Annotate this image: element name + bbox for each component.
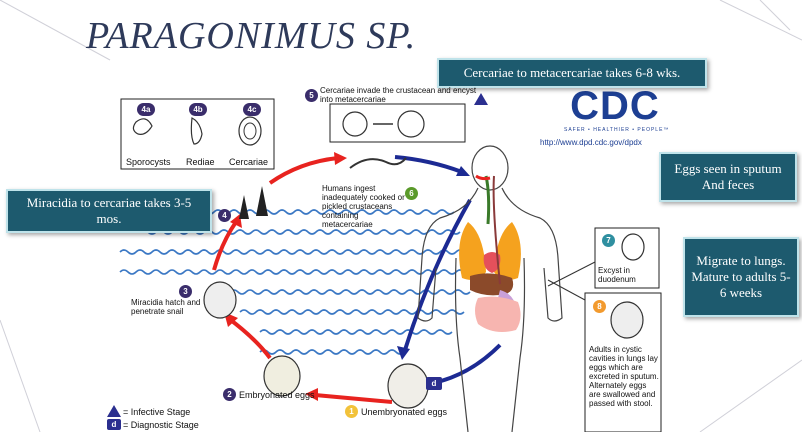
- stage-1-label: Unembryonated eggs: [361, 407, 448, 417]
- stage-4c-badge: 4c: [243, 103, 261, 116]
- decor-line: [719, 0, 802, 41]
- leader-line: [547, 261, 596, 287]
- page-title: PARAGONIMUS SP.: [86, 15, 417, 57]
- metacercaria-shape: [342, 111, 368, 137]
- arrow-red: [268, 156, 339, 185]
- callout-eggs-sputum: Eggs seen in sputum And feces: [659, 152, 797, 202]
- arrow-blue: [403, 199, 472, 351]
- cdc-logo: CDC: [570, 84, 660, 128]
- arrow-red: [314, 393, 393, 404]
- callout-metacercariae: Cercariae to metacercariae takes 6-8 wks…: [437, 58, 707, 88]
- trachea-shape: [484, 175, 491, 225]
- metacercaria-shape: [397, 110, 425, 138]
- wave-line: [259, 329, 453, 335]
- arrow-red: [226, 316, 272, 360]
- stage-2-badge: 2: [223, 388, 236, 401]
- cercaria-inner-shape: [243, 122, 257, 140]
- intestine-shape: [475, 296, 521, 332]
- legend-diagnostic-icon: d: [107, 419, 121, 430]
- callout-miracidia: Miracidia to cercariae takes 3-5 mos.: [6, 189, 212, 233]
- crustacean-shape: [349, 157, 407, 169]
- arrow-blue-head: [397, 346, 410, 360]
- arrow-blue-head: [456, 166, 470, 176]
- decor-line: [699, 359, 802, 432]
- infective-stage-icon: [474, 93, 488, 105]
- callout-lungs: Migrate to lungs. Mature to adults 5-6 w…: [683, 237, 799, 317]
- excysted-larva-shape: [621, 233, 645, 261]
- human-body-shape: [417, 145, 563, 432]
- diagnostic-stage-icon: d: [426, 377, 442, 390]
- stage-8-label: Adults in cystic cavities in lungs lay e…: [589, 345, 659, 408]
- stage-2-label: Embryonated eggs: [239, 390, 315, 400]
- stage-3-label: Miracidia hatch and penetrate snail: [131, 298, 201, 316]
- stage-5-label: Cercariae invade the crustacean and ency…: [320, 86, 477, 104]
- wave-line: [119, 249, 473, 255]
- stage-6-label: Humans ingest inadequately cooked or pic…: [322, 184, 405, 229]
- liver-shape: [470, 273, 514, 296]
- stage-1-badge: 1: [345, 405, 358, 418]
- stage-4b-badge: 4b: [189, 103, 207, 116]
- stage-8-badge: 8: [593, 300, 606, 313]
- heart-shape: [483, 252, 501, 273]
- cercaria-shape: [238, 116, 262, 146]
- rediae-label: Rediae: [186, 157, 215, 167]
- unembryonated-egg-shape: [387, 363, 429, 409]
- arrow-red-head: [230, 214, 242, 228]
- stage-4-badge: 4: [218, 209, 231, 222]
- wave-line: [259, 349, 405, 355]
- stage-5-badge: 5: [305, 89, 318, 102]
- embryonated-egg-shape: [263, 355, 301, 397]
- decor-line: [759, 0, 791, 31]
- snail-shape: [239, 195, 249, 219]
- cdc-tagline: SAFER • HEALTHIER • PEOPLE™: [564, 127, 670, 133]
- arrow-red-head: [334, 152, 347, 165]
- legend-infective-label: = Infective Stage: [123, 407, 191, 417]
- decor-line: [0, 319, 41, 432]
- decor-line: [0, 0, 111, 61]
- mouth-shape: [475, 174, 491, 181]
- legend-infective-icon: [107, 405, 121, 417]
- arrow-red: [212, 220, 238, 271]
- redia-shape: [190, 117, 203, 145]
- right-lung-shape: [494, 222, 521, 280]
- cdc-url-link[interactable]: http://www.dpd.cdc.gov/dpdx: [540, 138, 642, 147]
- stage-4a-badge: 4a: [137, 103, 155, 116]
- stage-7-badge: 7: [602, 234, 615, 247]
- arrow-blue: [394, 155, 463, 174]
- snail-shape: [256, 186, 268, 216]
- stage-6-badge: 6: [405, 187, 418, 200]
- left-lung-shape: [459, 222, 486, 280]
- esophagus-shape: [492, 175, 501, 285]
- sporocysts-label: Sporocysts: [126, 157, 171, 167]
- arrow-red-head: [305, 388, 318, 401]
- adult-worm-shape: [610, 301, 644, 339]
- wave-line: [239, 309, 465, 315]
- cercariae-label: Cercariae: [229, 157, 269, 167]
- legend-diagnostic-label: = Diagnostic Stage: [123, 420, 199, 430]
- sporocyst-shape: [132, 118, 153, 135]
- leader-line: [547, 279, 586, 301]
- stage-3-badge: 3: [179, 285, 192, 298]
- stage-7-label: Excyst in duodenum: [598, 266, 636, 284]
- arrow-blue: [432, 343, 502, 385]
- miracidium-shape: [203, 281, 237, 319]
- wave-line: [229, 289, 471, 295]
- wave-line: [119, 269, 473, 275]
